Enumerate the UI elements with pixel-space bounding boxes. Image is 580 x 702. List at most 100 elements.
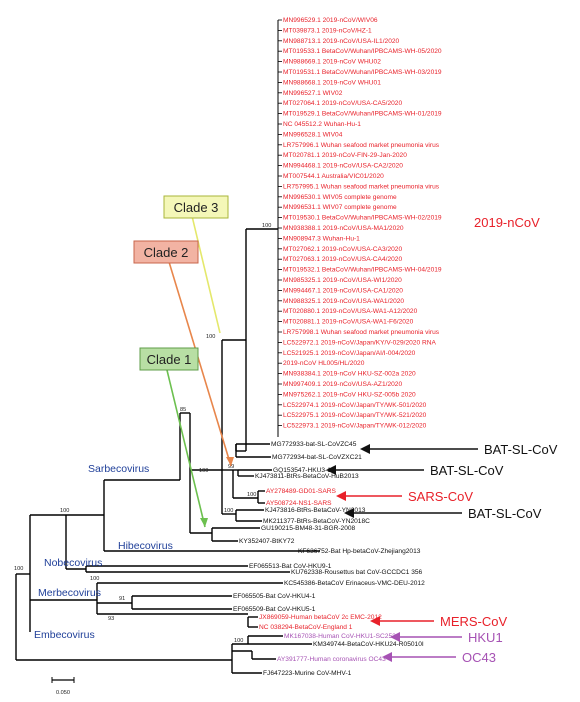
leaf-label: AY508724-NS1-SARS [266,500,332,507]
group-label-oc43: OC43 [462,650,496,665]
leaf-label: MN985325.1 2019-nCoV/USA-WI1/2020 [283,277,402,284]
genus-merbecovirus: Merbecovirus [38,587,101,599]
leaf-label: KF636752-Bat Hp-betaCoV-Zhejiang2013 [298,548,421,555]
leaf-label: LR757998.1 Wuhan seafood market pneumoni… [283,329,440,336]
genus-sarbecovirus: Sarbecovirus [88,463,149,475]
genus-nobecovirus: Nobecovirus [44,557,102,569]
bat3-arrowhead [344,508,354,518]
leaf-label: LR757995.1 Wuhan seafood market pneumoni… [283,183,440,190]
leaf-label: MN996528.1 WIV04 [283,131,343,138]
leaf-label: MG772933-bat-SL-CoVZC45 [271,441,357,448]
tree-branches [15,20,320,674]
bootstrap-85: 85 [180,407,186,413]
clade-annotations: Clade 3 Clade 2 Clade 1 [133,195,234,528]
leaf-label: MN988325.1 2019-nCoV/USA-WA1/2020 [283,298,404,305]
group-label-bat-sl-cov-3: BAT-SL-CoV [468,506,542,521]
leaf-label: EF065513-Bat CoV-HKU9-1 [249,563,332,570]
leaf-label: KC545386-BetaCoV Erinaceus-VMC-DEU-2012 [284,580,425,587]
leaf-label: 2019-nCoV HL005/HL/2020 [283,360,365,367]
leaf-label: MT019529.1 BetaCoV/Wuhan/IPBCAMS-WH-01/2… [283,111,442,118]
bootstrap-100a: 100 [199,468,208,474]
bootstrap-100c: 100 [224,508,233,514]
leaf-label: KJ473816-BtRs-BetaCoV-YN2013 [265,507,366,514]
genus-hibecovirus: Hibecovirus [118,540,173,552]
genus-embecovirus: Embecovirus [34,629,95,641]
group-label-sars-cov: SARS-CoV [408,489,473,504]
scale-bar: 0.050 [51,677,75,696]
leaf-label: MT020881.1 2019-nCoV/USA-WA1-F6/2020 [283,319,414,326]
leaf-label: MN938388.1 2019-nCoV/USA-MA1/2020 [283,225,404,232]
leaf-label: MT019532.1 BetaCoV/Wuhan/IPBCAMS-WH-04/2… [283,267,442,274]
leaf-label: AY391777-Human coronavirus OC43 [277,656,386,663]
group-label-2019-ncov: 2019-nCoV [474,215,540,230]
leaf-label: MT027062.1 2019-nCoV/USA-CA3/2020 [283,246,402,253]
mers-arrowhead [370,616,380,626]
other-leaf-labels: MG772933-bat-SL-CoVZC45MG772934-bat-SL-C… [233,441,425,677]
clade1-arrow [165,365,206,528]
bootstrap-100d: 100 [60,508,69,514]
leaf-label: MG772934-bat-SL-CoVZXC21 [272,454,362,461]
leaf-label: MT019530.1 BetaCoV/Wuhan/IPBCAMS-WH-02/2… [283,215,442,222]
clade2-arrowhead [226,457,234,466]
sars-arrowhead [336,491,346,501]
clade1-arrowhead [200,518,208,527]
leaf-label: LR757996.1 Wuhan seafood market pneumoni… [283,142,440,149]
leaf-label: AY278489-GD01-SARS [266,488,336,495]
leaf-label: MN994468.1 2019-nCoV/USA-CA2/2020 [283,163,403,170]
group-label-bat-sl-cov-2: BAT-SL-CoV [430,463,504,478]
leaf-label: MN908947.3 Wuhan-Hu-1 [283,235,360,242]
bat2-arrowhead [326,465,336,475]
clade3-box [163,195,229,219]
leaf-label: MN988669.1 2019-nCoV WHU02 [283,59,381,66]
leaf-label: MT020880.1 2019-nCoV/USA-WA1-A12/2020 [283,308,418,315]
leaf-label: KY352407-BtKY72 [239,538,295,545]
bootstrap-clade3: 100 [206,334,215,340]
leaf-label: MN994467.1 2019-nCoV/USA-CA1/2020 [283,287,403,294]
clade3-label: Clade 3 [174,200,219,215]
oc43-arrowhead [382,652,392,662]
leaf-label: LC522973.1 2019-nCoV/Japan/TY/WK-012/202… [283,423,427,430]
leaf-label: MN996529.1 2019-nCoV/WIV06 [283,17,378,24]
leaf-label: LC522974.1 2019-nCoV/Japan/TY/WK-501/202… [283,402,427,409]
leaf-label: FJ647223-Murine CoV-MHV-1 [263,670,352,677]
clade3-arrow [191,215,221,334]
leaf-label: LC521925.1 2019-nCoV/Japan/AI/I-004/2020 [283,350,416,357]
leaf-label: KJ473811-BtRs-BetaCoV-HuB2013 [255,473,359,480]
leaf-label: MT019533.1 BetaCoV/Wuhan/IPBCAMS-WH-05/2… [283,48,442,55]
leaf-label: MN997409.1 2019-nCoV/USA-AZ1/2020 [283,381,402,388]
group-label-mers-cov: MERS-CoV [440,614,508,629]
clade1-box [139,347,199,371]
leaf-label: NC 045512.2 Wuhan-Hu-1 [283,121,361,128]
bootstrap-100e: 100 [234,638,243,644]
bootstrap-91: 91 [119,596,125,602]
leaf-label: KU762338-Rousettus bat CoV-GCCDC1 356 [291,569,423,576]
leaf-label: LC522972.1 2019-nCoV/Japan/KY/V-029/2020… [283,339,436,346]
leaf-label: EF065509-Bat CoV-HKU5-1 [233,606,316,613]
leaf-label: KM349744-BetaCoV-HKU24-R05010I [313,641,424,648]
leaf-label: MN996531.1 WIV07 complete genome [283,204,397,211]
leaf-label: MN996530.1 WIV05 complete genome [283,194,397,201]
scale-bar-label: 0.050 [56,690,70,696]
leaf-label: MT020781.1 2019-nCoV-FIN-29-Jan-2020 [283,152,407,159]
hku1-arrowhead [390,632,400,642]
clade2-label: Clade 2 [144,245,189,260]
leaf-label: NC 038294-BetaCoV-England 1 [259,624,353,631]
bootstrap-100b: 100 [247,492,256,498]
leaf-label: MN938384.1 2019-nCoV HKU-SZ-002a 2020 [283,371,416,378]
leaf-label: MT027063.1 2019-nCoV/USA-CA4/2020 [283,256,402,263]
clade2-box [133,240,199,264]
bootstrap-99: 99 [228,464,234,470]
leaf-label: MK167038-Human CoV-HKU1-SC2521 [284,633,400,640]
bootstrap-values: 100 100 85 100 99 100 100 100 100 100 91… [14,223,271,644]
leaf-label: MT007544.1 Australia/VIC01/2020 [283,173,384,180]
group-labels: 2019-nCoV BAT-SL-CoV BAT-SL-CoV SARS-CoV… [326,215,558,665]
leaf-label: MN996527.1 WIV02 [283,90,343,97]
leaf-label: MN988668.1 2019-nCoV WHU01 [283,79,381,86]
bootstrap-93: 93 [108,616,114,622]
leaf-label: MN975262.1 2019-nCoV HKU-SZ-005b 2020 [283,391,416,398]
leaf-label: MT027064.1 2019-nCoV/USA-CA5/2020 [283,100,402,107]
leaf-label: MN988713.1 2019-nCoV/USA-IL1/2020 [283,38,400,45]
genus-labels: Sarbecovirus Hibecovirus Nobecovirus Mer… [34,463,173,641]
